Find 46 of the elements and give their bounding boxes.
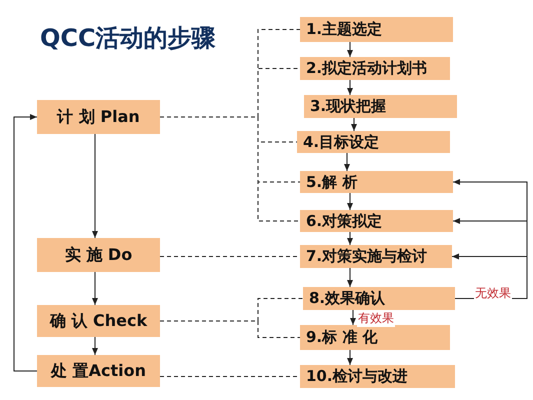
diagram-title: QCC活动的步骤 [40, 23, 216, 54]
step-box [37, 100, 160, 134]
arrow [351, 118, 357, 132]
step-box [297, 131, 450, 153]
step-label: 3.现状把握 [310, 97, 386, 116]
edge-label: 有效果 [357, 310, 395, 327]
arrow [350, 310, 356, 326]
dashed-connector [160, 116, 300, 222]
step-box [300, 245, 452, 268]
arrow [14, 114, 38, 372]
step-box [300, 17, 453, 42]
arrow [347, 42, 353, 58]
arrow [347, 80, 353, 96]
arrow [347, 232, 353, 246]
step-box [37, 238, 160, 272]
step-label: 9.标 准 化 [306, 328, 378, 347]
step-label: 10.检讨与改进 [306, 367, 408, 386]
step-box [37, 305, 160, 337]
step-box [300, 365, 455, 388]
step-box [37, 355, 160, 387]
arrow [92, 134, 98, 238]
step-box [300, 210, 453, 232]
step-box [300, 171, 453, 193]
arrow [347, 268, 353, 288]
step-label: 1.主题选定 [306, 20, 382, 39]
step-label: 5.解 析 [306, 172, 358, 192]
step-label: 处 置Action [51, 360, 146, 382]
step-label: 2.拟定活动计划书 [306, 59, 428, 78]
arrow [344, 152, 350, 172]
step-box [303, 287, 455, 310]
step-label: 确 认 Check [50, 310, 148, 332]
step-label: 计 划 Plan [57, 106, 140, 128]
step-box [300, 57, 450, 80]
arrow [92, 336, 98, 356]
edge-label: 无效果 [474, 285, 512, 302]
dashed-connector [160, 320, 300, 338]
step-label: 6.对策拟定 [306, 212, 382, 230]
step-label: 实 施 Do [64, 244, 132, 266]
arrow [347, 350, 353, 366]
step-label: 7.对策实施与检讨 [306, 247, 428, 266]
step-label: 8.效果确认 [309, 289, 386, 308]
step-box [304, 95, 457, 118]
arrow [347, 192, 353, 210]
step-label: 4.目标设定 [303, 132, 380, 152]
step-box [300, 325, 450, 350]
arrow [92, 272, 98, 306]
